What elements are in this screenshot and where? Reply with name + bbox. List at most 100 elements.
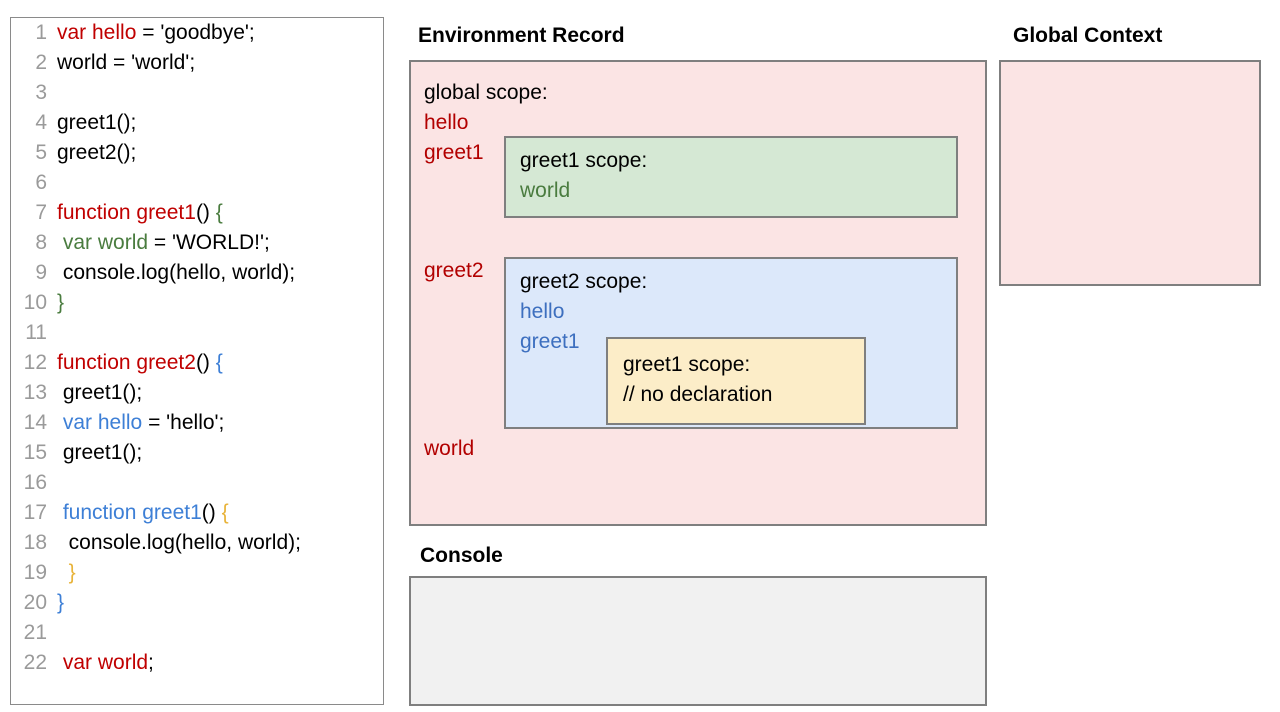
code-line[interactable]: 13 greet1(); [11,378,383,408]
code-line[interactable]: 4 greet1(); [11,108,383,138]
code-line[interactable]: 3 [11,78,383,108]
code-line[interactable]: 14 var hello = 'hello'; [11,408,383,438]
greet1-inner-scope-box: greet1 scope: // no declaration [606,337,866,425]
code-token: var world [62,651,149,674]
code-token: { [215,201,223,224]
code-token: } [57,291,65,314]
line-number: 14 [23,411,47,434]
code-token: () [195,201,216,224]
code-line-text: function greet2() { [47,348,223,378]
code-token: = 'hello'; [142,411,225,434]
global-var-greet1: greet1 [424,141,484,164]
code-token: = 'goodbye'; [136,21,255,44]
line-number: 11 [25,321,47,344]
code-token: ; [148,651,154,674]
line-number: 6 [35,171,47,194]
environment-record-heading: Environment Record [418,24,625,47]
line-number: 16 [23,471,47,494]
line-number: 1 [35,21,47,44]
code-token: var hello [57,21,137,44]
code-line[interactable]: 18 console.log(hello, world); [11,528,383,558]
code-token: greet1(); [57,111,137,134]
code-line-text: greet1(); [47,378,142,408]
code-token: console.log(hello, world); [57,531,301,554]
greet1-scope-var-world: world [520,179,571,202]
greet1-scope-title: greet1 scope: [520,149,648,172]
line-number: 2 [35,51,47,74]
code-line[interactable]: 16 [11,468,383,498]
code-token: } [68,561,76,584]
global-var-greet2: greet2 [424,259,484,282]
code-line-text: } [47,588,64,618]
code-token: } [57,591,65,614]
code-line-text: world = 'world'; [47,48,195,78]
line-number: 3 [35,81,47,104]
greet1-scope-box: greet1 scope: world [504,136,958,218]
code-token: world = 'world'; [57,51,196,74]
greet2-scope-var-hello: hello [520,300,565,323]
code-line-text: greet1(); [47,438,142,468]
line-number: 13 [23,381,47,404]
line-number: 8 [35,231,47,254]
line-number: 12 [23,351,47,374]
line-number: 20 [23,591,47,614]
code-line-text: var hello = 'goodbye'; [47,18,255,48]
code-line-text: var world = 'WORLD!'; [47,228,270,258]
code-line-text: console.log(hello, world); [47,258,295,288]
line-number: 19 [23,561,47,584]
line-number: 7 [35,201,47,224]
greet2-scope-title: greet2 scope: [520,270,648,293]
code-line[interactable]: 17 function greet1() { [11,498,383,528]
code-line[interactable]: 11 [11,318,383,348]
environment-record-box: global scope: hello greet1 greet2 world … [409,60,987,526]
code-line-text: console.log(hello, world); [47,528,301,558]
global-context-box [999,60,1261,286]
code-line[interactable]: 15 greet1(); [11,438,383,468]
line-number: 4 [35,111,47,134]
global-var-hello: hello [424,111,469,134]
code-token: { [221,501,229,524]
code-token: function greet1 [57,201,196,224]
code-token: { [215,351,223,374]
line-number: 5 [35,141,47,164]
console-box[interactable] [409,576,987,706]
code-token: () [201,501,222,524]
code-line[interactable]: 6 [11,168,383,198]
code-line-text: } [47,288,64,318]
global-context-heading: Global Context [1013,24,1163,47]
line-number: 18 [23,531,47,554]
code-line[interactable]: 19 } [11,558,383,588]
code-line[interactable]: 9 console.log(hello, world); [11,258,383,288]
code-line-text: function greet1() { [47,198,223,228]
code-token: console.log(hello, world); [57,261,296,284]
code-token: var hello [62,411,143,434]
code-line[interactable]: 5 greet2(); [11,138,383,168]
code-token: var world [62,231,149,254]
code-token: function greet1 [62,501,202,524]
line-number: 21 [23,621,47,644]
code-line[interactable]: 21 [11,618,383,648]
line-number: 10 [23,291,47,314]
code-token: greet2(); [57,141,137,164]
greet1-inner-scope-title: greet1 scope: [623,353,751,376]
code-line[interactable]: 2 world = 'world'; [11,48,383,78]
code-line[interactable]: 22 var world; [11,648,383,678]
code-line-text: var world; [47,648,154,678]
global-var-world: world [424,437,475,460]
code-line-text: greet1(); [47,108,136,138]
code-line[interactable]: 8 var world = 'WORLD!'; [11,228,383,258]
code-line-text: } [47,558,76,588]
code-token: () [195,351,216,374]
code-line[interactable]: 10} [11,288,383,318]
code-line[interactable]: 20} [11,588,383,618]
line-number: 9 [35,261,47,284]
line-number: 17 [23,501,47,524]
code-token [57,561,69,584]
code-line-text: greet2(); [47,138,136,168]
